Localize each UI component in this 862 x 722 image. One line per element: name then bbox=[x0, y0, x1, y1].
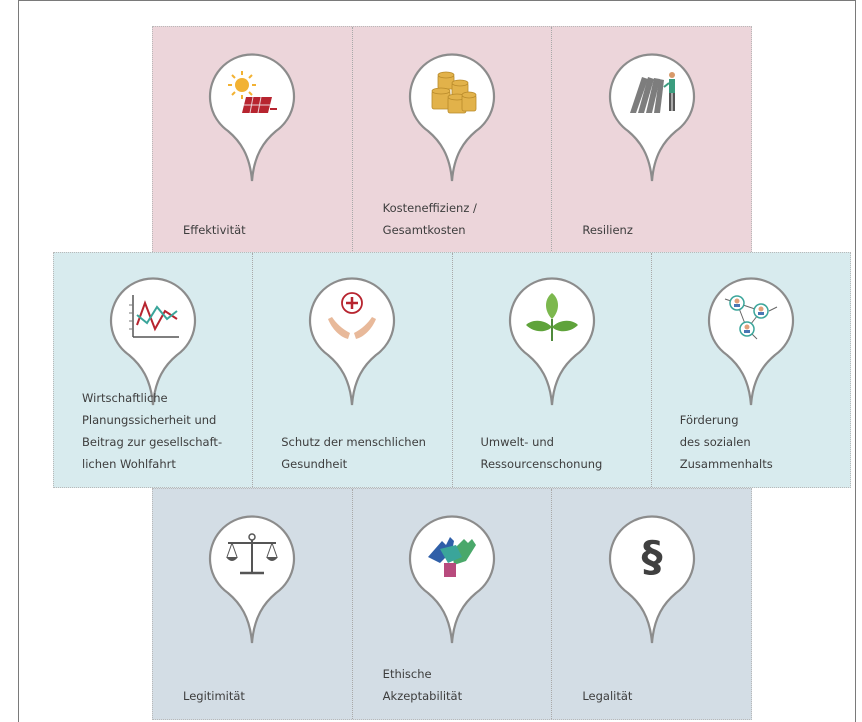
criterion-akzeptabilitaet: Ethische Akzeptabilität bbox=[351, 489, 552, 719]
criterion-label: Förderung des sozialen Zusammenhalts bbox=[679, 413, 773, 471]
pin-marker bbox=[105, 269, 201, 409]
pin-marker bbox=[404, 45, 500, 185]
connected-people-icon bbox=[724, 295, 778, 340]
pin-marker: § bbox=[604, 507, 700, 647]
joined-hands-icon bbox=[428, 537, 476, 577]
pin-marker bbox=[204, 507, 300, 647]
hands-medical-cross-icon bbox=[328, 292, 377, 339]
criterion-label: Ethische Akzeptabilität bbox=[382, 667, 463, 703]
criterion-kosteneffizienz: Kosteneffizienz / Gesamtkosten bbox=[351, 27, 552, 253]
criterion-legalitaet: § Legalität bbox=[551, 489, 751, 719]
criterion-umwelt: Umwelt- und Ressourcenschonung bbox=[451, 253, 651, 487]
criterion-planungssicherheit: Wirtschaftliche Planungssicherheit und B… bbox=[54, 253, 252, 487]
group-bottom: Legitimität Ethische Akzeptabilität § Le… bbox=[152, 488, 752, 720]
criterion-label: Umwelt- und Ressourcenschonung bbox=[480, 435, 603, 471]
pin-marker bbox=[404, 507, 500, 647]
solar-panel-sun-icon bbox=[228, 71, 278, 114]
pin-marker bbox=[604, 45, 700, 185]
svg-text:§: § bbox=[641, 532, 662, 581]
pin-marker bbox=[504, 269, 600, 409]
pin-marker bbox=[304, 269, 400, 409]
criterion-effektivitaet: Effektivität bbox=[153, 27, 352, 253]
criterion-legitimitaet: Legitimität bbox=[153, 489, 352, 719]
criterion-label: Resilienz bbox=[582, 223, 633, 237]
falling-dominoes-person-icon bbox=[629, 72, 675, 113]
leaf-sprout-icon bbox=[525, 293, 578, 341]
criterion-label: Legalität bbox=[582, 689, 633, 703]
criterion-label: Schutz der menschlichen Gesundheit bbox=[281, 435, 426, 471]
coin-stacks-icon bbox=[431, 71, 477, 114]
criterion-label: Wirtschaftliche Planungssicherheit und B… bbox=[82, 391, 223, 471]
pin-marker bbox=[703, 269, 799, 409]
criterion-zusammenhalt: Förderung des sozialen Zusammenhalts bbox=[650, 253, 850, 487]
criterion-label: Kosteneffizienz / Gesamtkosten bbox=[382, 201, 477, 237]
criterion-gesundheit: Schutz der menschlichen Gesundheit bbox=[252, 253, 451, 487]
criterion-label: Effektivität bbox=[183, 223, 246, 237]
balance-scale-icon bbox=[226, 533, 279, 575]
group-top: Effektivität Kosteneffizienz / Gesamtkos… bbox=[152, 26, 752, 254]
pin-marker bbox=[204, 45, 300, 185]
figure-frame bbox=[18, 0, 856, 722]
group-middle: Wirtschaftliche Planungssicherheit und B… bbox=[53, 252, 851, 488]
paragraph-sign-icon: § bbox=[641, 532, 662, 581]
criterion-label: Legitimität bbox=[183, 689, 245, 703]
criterion-resilienz: Resilienz bbox=[551, 27, 751, 253]
line-chart-icon bbox=[129, 295, 180, 338]
